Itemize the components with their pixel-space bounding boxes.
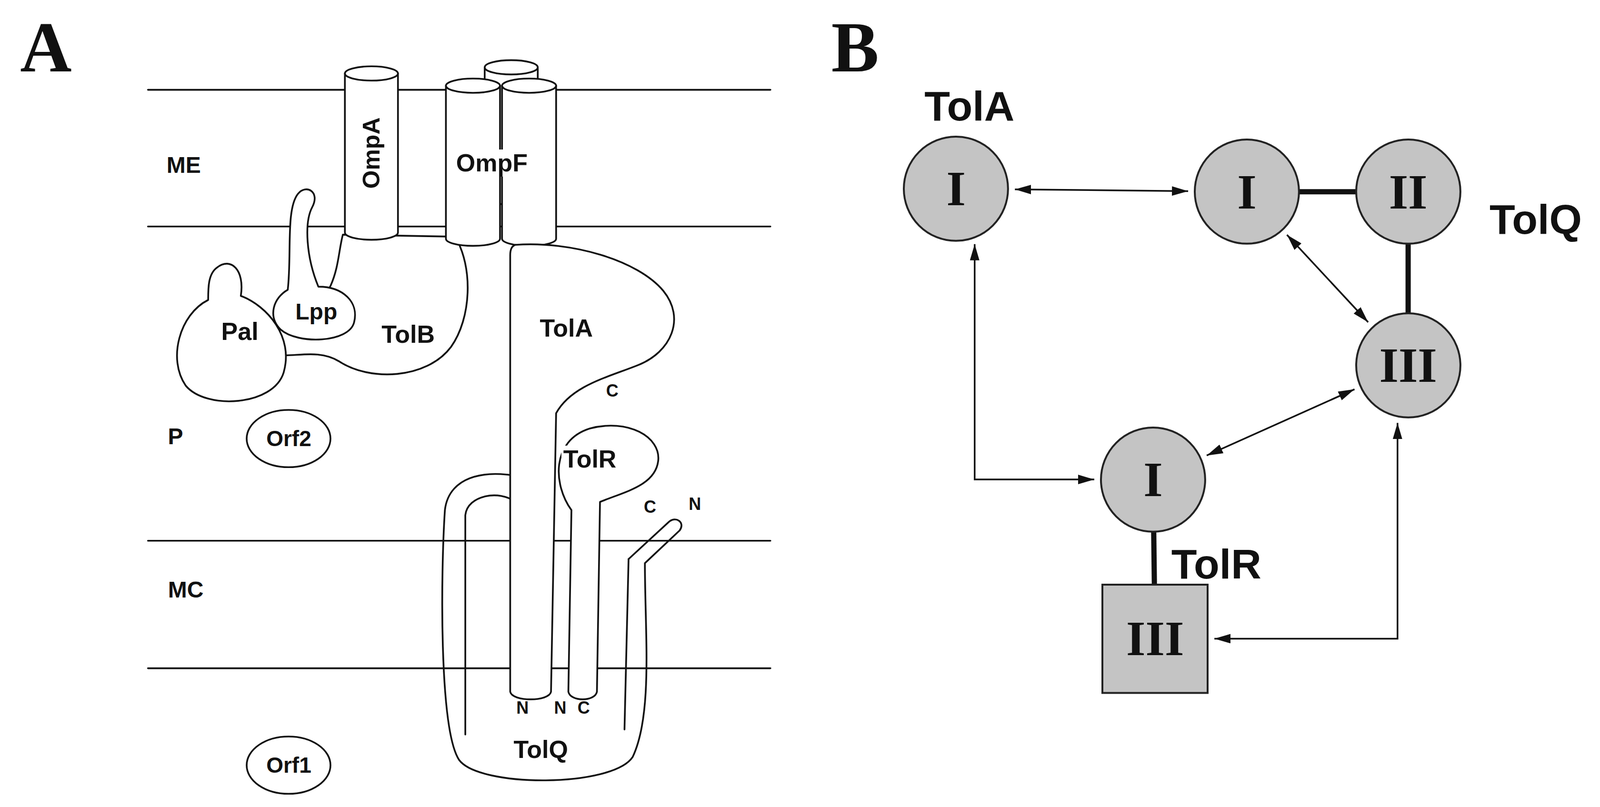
node-text: Orf1 [266,753,312,778]
terminus-label: C [643,498,657,516]
membrane-line [148,540,771,542]
node-text: OmpA [358,115,385,191]
protein-name: TolQ [1489,198,1582,241]
protein-label: TolR [559,444,621,474]
domain-circle: III [1355,312,1462,419]
domain-square-shape [1102,584,1208,693]
ompa-cylinder [344,73,398,240]
ompf-cylinder-top [445,78,500,93]
interaction-arrow [1214,422,1398,639]
compartment-label: MC [168,578,204,602]
interaction-arrow [1206,389,1355,456]
node-text: I [946,161,966,216]
node-text: OmpF [454,149,530,177]
protein-label: TolB [377,320,439,350]
tola-shape [510,244,674,700]
tolr-shape [558,425,659,700]
domain-circle: I [902,135,1010,242]
orf-ellipse: Orf1 [245,735,332,795]
terminus-label: N [688,495,701,513]
orf-ellipse: Orf2 [245,409,332,469]
pal-shape [177,263,287,402]
domain-circle-shape [1100,427,1206,532]
terminus-label: C [606,382,619,400]
domain-square: III [1101,583,1209,694]
tolq-loop [442,474,682,781]
protein-name: TolA [924,85,1015,128]
node-text: Pal [219,318,261,346]
terminus-label: N [553,699,567,717]
membrane-line [148,667,771,670]
domain-link [1405,243,1411,313]
node-text: TolR [561,445,619,473]
node-text: III [1126,611,1184,666]
interaction-arrow [1014,189,1189,192]
node-text: I [1237,164,1257,220]
terminus-label: C [577,699,590,717]
ompf-cylinder-top [484,60,538,75]
node-text: TolQ [511,736,570,764]
orf-ellipse-shape [246,410,331,468]
compartment-label: ME [166,153,201,177]
compartment-label: P [168,425,184,449]
node-text: III [1379,338,1437,393]
protein-name: TolR [1171,543,1262,586]
protein-label: TolQ [509,735,572,765]
domain-circle-shape [1356,313,1461,418]
domain-circle-shape [1194,139,1300,244]
domain-circle-shape [1356,139,1461,244]
ompa-cylinder-top [344,66,398,81]
node-text: Lpp [293,299,340,325]
node-text: Orf2 [266,426,312,451]
terminus-label: N [516,699,529,717]
protein-label: OmpF [452,148,532,178]
node-text: II [1389,164,1428,220]
panel-letter: A [20,11,72,83]
orf-ellipse-shape [246,736,331,794]
panel-letter: B [831,11,880,83]
lpp-shape [273,189,356,340]
domain-link [1299,189,1357,195]
node-text: TolB [379,320,437,349]
domain-circle-shape [903,136,1009,241]
node-text: I [1143,452,1163,507]
interaction-arrow [1287,234,1369,323]
protein-label: Lpp [291,298,341,326]
node-text: TolA [537,314,595,342]
ompf-cylinder-top [501,78,557,93]
tolq-loop [624,559,629,730]
protein-label: Pal [217,317,263,347]
domain-circle: II [1355,138,1462,245]
tolq-loop [465,495,516,735]
domain-circle: I [1193,138,1300,245]
protein-label: TolA [535,313,597,343]
domain-circle: I [1100,426,1207,533]
interaction-arrow [974,244,1095,480]
protein-label: OmpA [357,113,386,193]
domain-link [1153,531,1155,585]
